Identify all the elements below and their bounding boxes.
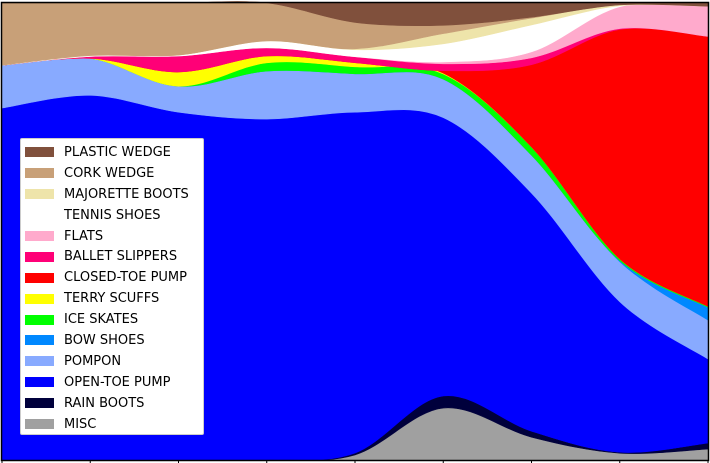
legend-item-rain-boots: RAIN BOOTS (25, 393, 203, 414)
legend-swatch-icon (25, 210, 54, 221)
legend-item-bow-shoes: BOW SHOES (25, 330, 203, 351)
legend-label: TENNIS SHOES (64, 207, 161, 223)
legend-swatch-icon (25, 293, 54, 304)
legend-item-tennis-shoes: TENNIS SHOES (25, 205, 203, 226)
legend-swatch-icon (25, 189, 54, 200)
legend-label: BALLET SLIPPERS (64, 249, 178, 265)
legend-item-cork-wedge: CORK WEDGE (25, 163, 203, 184)
legend-item-plastic-wedge: PLASTIC WEDGE (25, 142, 203, 163)
legend-swatch-icon (25, 398, 54, 409)
legend-swatch-icon (25, 419, 54, 430)
legend-swatch-icon (25, 231, 54, 241)
legend-label: CORK WEDGE (64, 165, 155, 181)
legend-item-pompon: POMPON (25, 351, 203, 372)
legend-label: BOW SHOES (64, 332, 145, 348)
legend-swatch-icon (25, 147, 54, 158)
legend-swatch-icon (25, 314, 54, 325)
legend-label: CLOSED-TOE PUMP (64, 270, 187, 286)
legend-item-misc: MISC (25, 414, 203, 435)
legend-label: RAIN BOOTS (64, 395, 145, 411)
legend-item-flats: FLATS (25, 226, 203, 247)
legend-item-closed-toe-pump: CLOSED-TOE PUMP (25, 267, 203, 288)
legend-label: MISC (64, 416, 97, 432)
legend-label: PLASTIC WEDGE (64, 144, 171, 160)
legend-item-ice-skates: ICE SKATES (25, 309, 203, 330)
legend-item-ballet-slippers: BALLET SLIPPERS (25, 246, 203, 267)
legend-item-majorette-boots: MAJORETTE BOOTS (25, 184, 203, 205)
legend-swatch-icon (25, 251, 54, 262)
legend-label: OPEN-TOE PUMP (64, 374, 171, 390)
legend-swatch-icon (25, 377, 54, 388)
legend-swatch-icon (25, 272, 54, 283)
legend-swatch-icon (25, 168, 54, 179)
chart-legend: PLASTIC WEDGE CORK WEDGE MAJORETTE BOOTS… (20, 138, 204, 435)
legend-label: MAJORETTE BOOTS (64, 186, 189, 202)
legend-item-open-toe-pump: OPEN-TOE PUMP (25, 372, 203, 393)
legend-swatch-icon (25, 356, 54, 367)
legend-item-terry-scuffs: TERRY SCUFFS (25, 288, 203, 309)
legend-label: TERRY SCUFFS (64, 291, 160, 307)
legend-swatch-icon (25, 335, 54, 346)
legend-label: POMPON (64, 353, 122, 369)
legend-label: FLATS (64, 228, 104, 244)
legend-label: ICE SKATES (64, 312, 139, 328)
